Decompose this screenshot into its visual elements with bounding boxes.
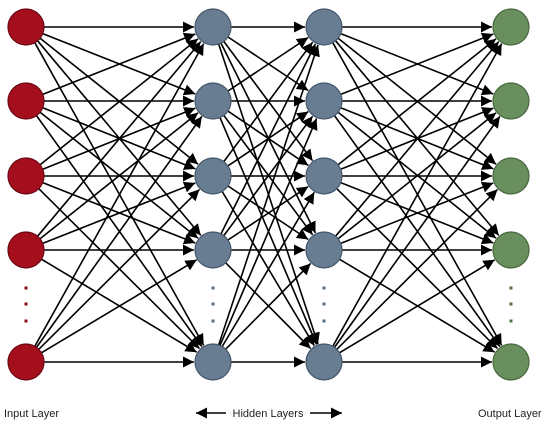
connection-edge <box>337 112 497 240</box>
connection-edge <box>223 41 314 163</box>
output-neuron <box>492 157 530 195</box>
connection-edge <box>221 191 315 347</box>
hidden-1-ellipsis-dot <box>211 286 215 290</box>
output-neuron <box>492 231 530 269</box>
hidden-1-neuron <box>194 8 232 46</box>
output-ellipsis-dot <box>509 319 513 323</box>
hidden-layers-label: Hidden Layers <box>233 408 304 420</box>
hidden-1-neuron <box>194 82 232 120</box>
connection-edge <box>340 32 494 96</box>
input-ellipsis-dot <box>24 302 28 306</box>
hidden-1-neuron <box>194 231 232 269</box>
input-neuron <box>7 231 45 269</box>
connection-edge <box>223 115 314 237</box>
connection-edge <box>336 188 499 350</box>
connection-edge <box>35 115 203 348</box>
connection-edge <box>38 188 201 350</box>
connection-edge <box>340 181 494 245</box>
hidden-2-neuron <box>305 8 343 46</box>
hidden-1-neuron <box>194 343 232 381</box>
connection-edge <box>219 118 318 346</box>
input-neuron <box>7 157 45 195</box>
connection-edge <box>220 43 317 235</box>
connection-edge <box>42 32 196 96</box>
input-ellipsis-dot <box>24 286 28 290</box>
input-ellipsis-dot <box>24 319 28 323</box>
output-neuron <box>492 8 530 46</box>
connection-edge <box>332 43 503 347</box>
input-neuron <box>7 8 45 46</box>
hidden-2-neuron <box>305 231 343 269</box>
connection-edge <box>42 181 196 245</box>
hidden-2-ellipsis-dot <box>322 319 326 323</box>
hidden-2-ellipsis-dot <box>322 302 326 306</box>
hidden-2-ellipsis-dot <box>322 286 326 290</box>
connection-edge <box>333 115 501 348</box>
hidden-1-ellipsis-dot <box>211 319 215 323</box>
hidden-2-neuron <box>305 82 343 120</box>
output-ellipsis-dot <box>509 286 513 290</box>
output-neuron <box>492 82 530 120</box>
output-neuron <box>492 343 530 381</box>
connection-edge <box>39 112 199 240</box>
output-layer-label: Output Layer <box>478 408 542 420</box>
connection-edge <box>337 38 497 166</box>
hidden-1-ellipsis-dot <box>211 302 215 306</box>
neurons <box>7 8 530 381</box>
connection-edge <box>40 259 198 354</box>
hidden-1-neuron <box>194 157 232 195</box>
connection-edge <box>334 41 500 237</box>
ellipsis-markers <box>24 286 513 323</box>
connection-edge <box>338 259 496 354</box>
connection-edge <box>34 43 205 347</box>
output-ellipsis-dot <box>509 302 513 306</box>
input-neuron <box>7 82 45 120</box>
connection-edge <box>227 185 309 241</box>
hidden-2-neuron <box>305 343 343 381</box>
connection-edge <box>39 38 199 166</box>
connection-edge <box>225 262 312 350</box>
connection-edge <box>227 36 309 92</box>
input-neuron <box>7 343 45 381</box>
connection-edge <box>36 41 202 237</box>
hidden-2-neuron <box>305 157 343 195</box>
connection-edge <box>217 44 320 346</box>
input-layer-label: Input Layer <box>4 408 59 420</box>
connections <box>34 21 503 368</box>
